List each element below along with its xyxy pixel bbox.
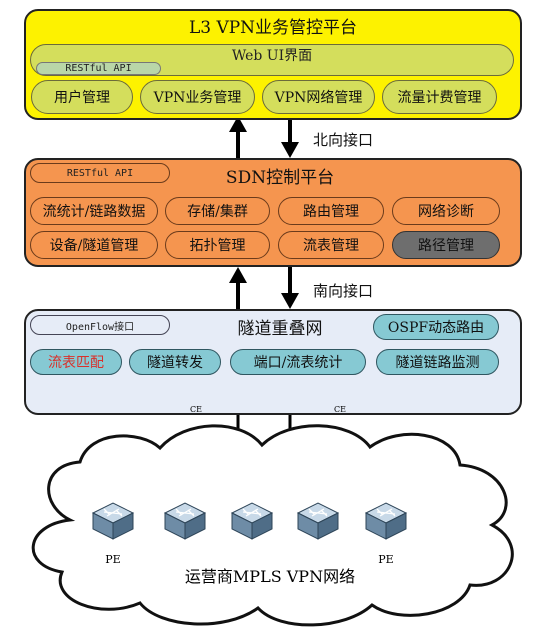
mpls-cloud (31, 424, 514, 627)
sdn-module-routing: 路由管理 (278, 197, 384, 225)
sdn-controller-title: SDN控制平台 (225, 167, 335, 188)
module-vpn-network-mgmt: VPN网络管理 (262, 80, 375, 114)
tunnel-module-port-stats: 端口/流表统计 (230, 349, 366, 375)
mpls-network-label: 运营商MPLS VPN网络 (184, 567, 356, 586)
sdn-module-diagnostics: 网络诊断 (392, 197, 500, 225)
sdn-module-path-mgmt: 路径管理 (392, 231, 500, 259)
sdn-module-topology: 拓扑管理 (165, 231, 270, 259)
tunnel-overlay-title: 隧道重叠网 (237, 318, 323, 339)
sdn-module-storage-cluster: 存储/集群 (165, 197, 270, 225)
ospf-routing: OSPF动态路由 (373, 314, 499, 340)
northbound-interface-label: 北向接口 (312, 130, 373, 149)
l3vpn-platform-title: L3 VPN业务管控平台 (188, 17, 358, 38)
pe-label-1: PE (105, 552, 121, 566)
tunnel-module-flow-match: 流表匹配 (30, 349, 122, 375)
ce-label-1: CE (190, 404, 202, 414)
southbound-arrows (229, 267, 299, 309)
sdn-restful-api: RESTful API (30, 163, 170, 183)
module-vpn-service-mgmt: VPN业务管理 (140, 80, 255, 114)
tunnel-module-forwarding: 隧道转发 (129, 349, 221, 375)
module-user-mgmt: 用户管理 (31, 80, 133, 114)
module-traffic-billing: 流量计费管理 (382, 80, 497, 114)
tunnel-module-link-monitor: 隧道链路监测 (376, 349, 499, 375)
sdn-module-flow-stats: 流统计/链路数据 (30, 197, 158, 225)
sdn-module-device-tunnel: 设备/隧道管理 (30, 231, 158, 259)
pe-label-2: PE (378, 552, 394, 566)
ce-label-2: CE (334, 404, 346, 414)
northbound-arrows (229, 116, 299, 158)
openflow-interface: OpenFlow接口 (30, 315, 170, 335)
sdn-module-flow-table: 流表管理 (278, 231, 384, 259)
southbound-interface-label: 南向接口 (312, 281, 373, 300)
webui-label: Web UI界面 (231, 48, 313, 64)
top-restful-api: RESTful API (36, 62, 161, 75)
